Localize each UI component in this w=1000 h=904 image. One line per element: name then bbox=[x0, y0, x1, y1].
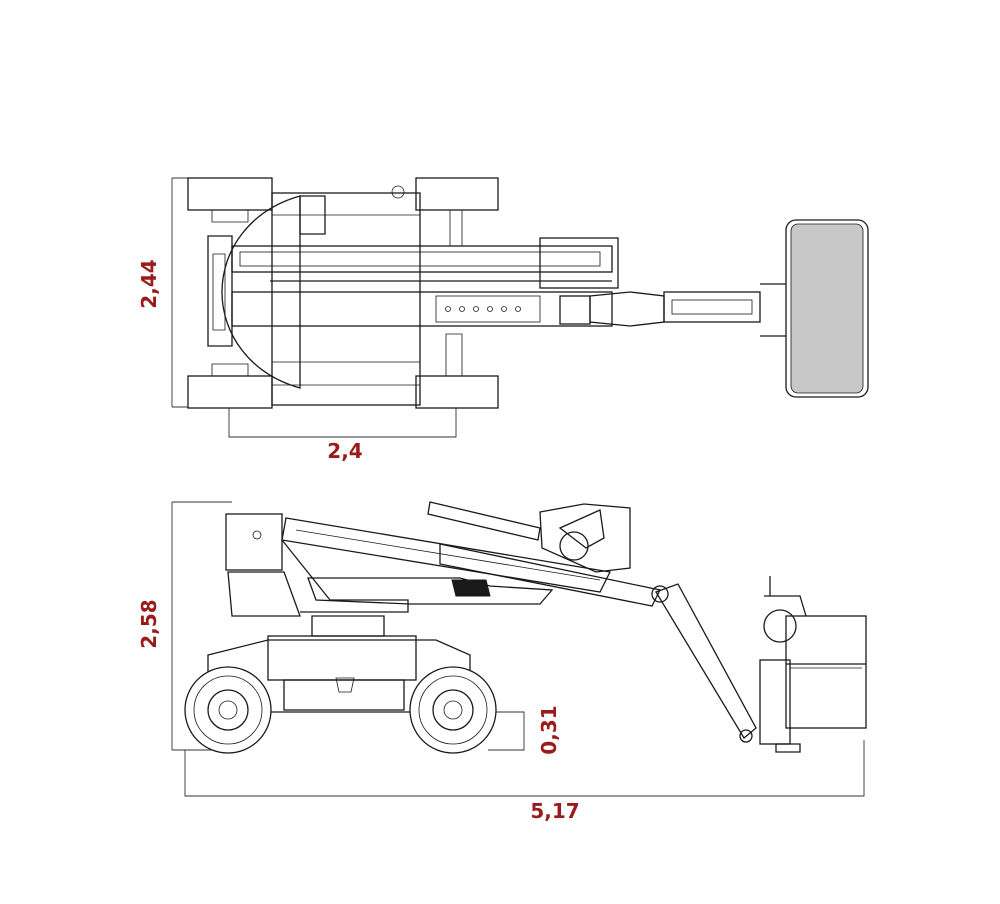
front-wheel bbox=[184, 666, 272, 754]
length-dimension-label: 2,4 bbox=[327, 439, 362, 463]
engine-cover bbox=[225, 513, 283, 571]
platform-side bbox=[759, 576, 867, 753]
lower-boom-top bbox=[231, 245, 613, 273]
top-view: 2,44 2,4 bbox=[137, 177, 869, 463]
upper-boom-side bbox=[439, 543, 661, 607]
front-left-wheel bbox=[187, 177, 273, 211]
chassis-top bbox=[271, 192, 421, 406]
jib-side bbox=[655, 583, 757, 739]
total-length-dimension-label: 5,17 bbox=[530, 799, 579, 823]
height-dimension-label: 2,58 bbox=[137, 599, 161, 648]
rear-right-wheel bbox=[415, 375, 499, 409]
lower-boom-side bbox=[281, 517, 611, 593]
riser-knuckle bbox=[539, 503, 631, 573]
clearance-dimension-label: 0,31 bbox=[537, 705, 561, 754]
side-view: 2,58 0,31 5,17 bbox=[137, 501, 867, 823]
upper-boom-top bbox=[231, 291, 613, 327]
counterweight bbox=[227, 571, 301, 617]
width-dimension-label: 2,44 bbox=[137, 259, 161, 308]
rear-left-wheel bbox=[415, 177, 499, 211]
rear-wheel bbox=[409, 666, 497, 754]
platform-floor bbox=[790, 223, 864, 394]
jib-top bbox=[663, 291, 761, 323]
turret bbox=[221, 195, 301, 389]
front-right-wheel bbox=[187, 375, 273, 409]
